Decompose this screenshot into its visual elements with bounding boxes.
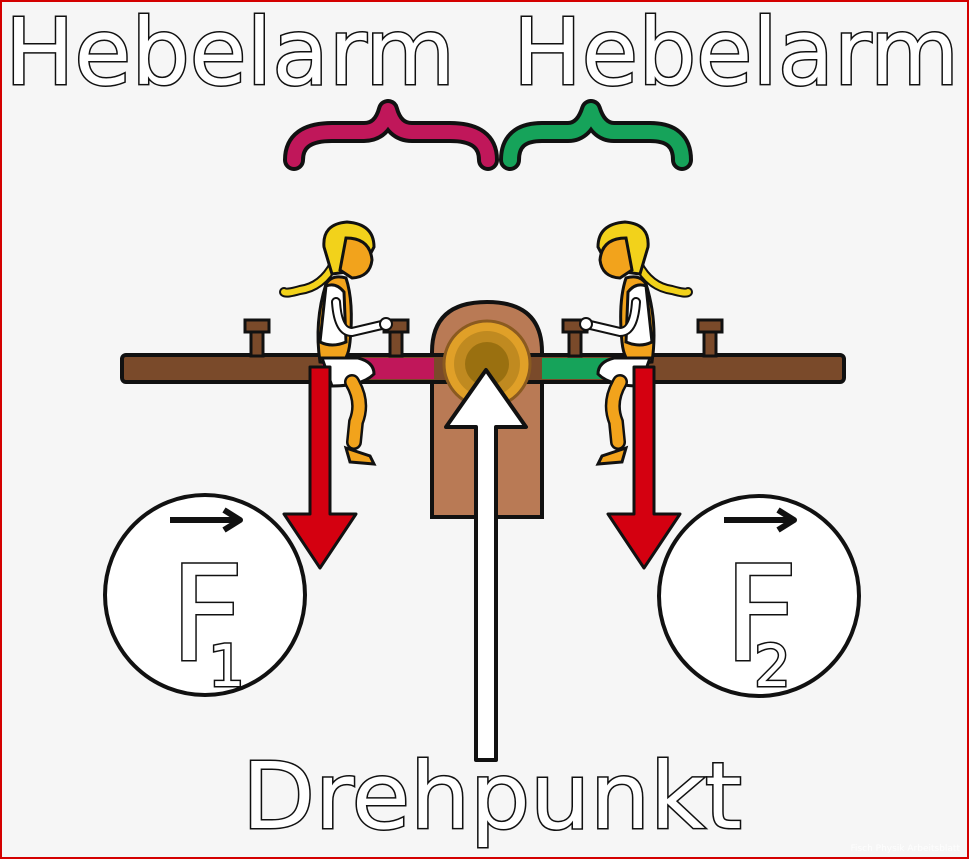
lever-arm-right-label: Hebelarm [513, 2, 959, 106]
pivot-label: Drehpunkt [242, 743, 742, 850]
force-subscript-f2: 2 [754, 632, 791, 700]
arrow-down-icon-right [606, 365, 682, 570]
arrow-down-icon-left [282, 365, 358, 570]
girl-figure-icon-left [279, 220, 393, 466]
force-letter-f2: F [724, 538, 798, 692]
lever-arm-left-label: Hebelarm [5, 2, 455, 106]
brace-icon-left [283, 99, 499, 171]
arrow-up-icon [444, 368, 528, 762]
vector-arrow-icon [170, 507, 243, 533]
force-label-f1: F 1 [103, 493, 307, 702]
girl-figure-icon-right [579, 220, 693, 466]
watermark: Fisch Physik Arbeitsblatt [850, 844, 960, 854]
force-letter-f1: F [170, 538, 244, 692]
pivot-bearing [442, 319, 532, 409]
brace-icon-right [499, 99, 693, 171]
force-subscript-f1: 1 [208, 632, 245, 700]
force-label-f2: F 2 [657, 494, 861, 702]
vector-arrow-icon [724, 507, 797, 533]
